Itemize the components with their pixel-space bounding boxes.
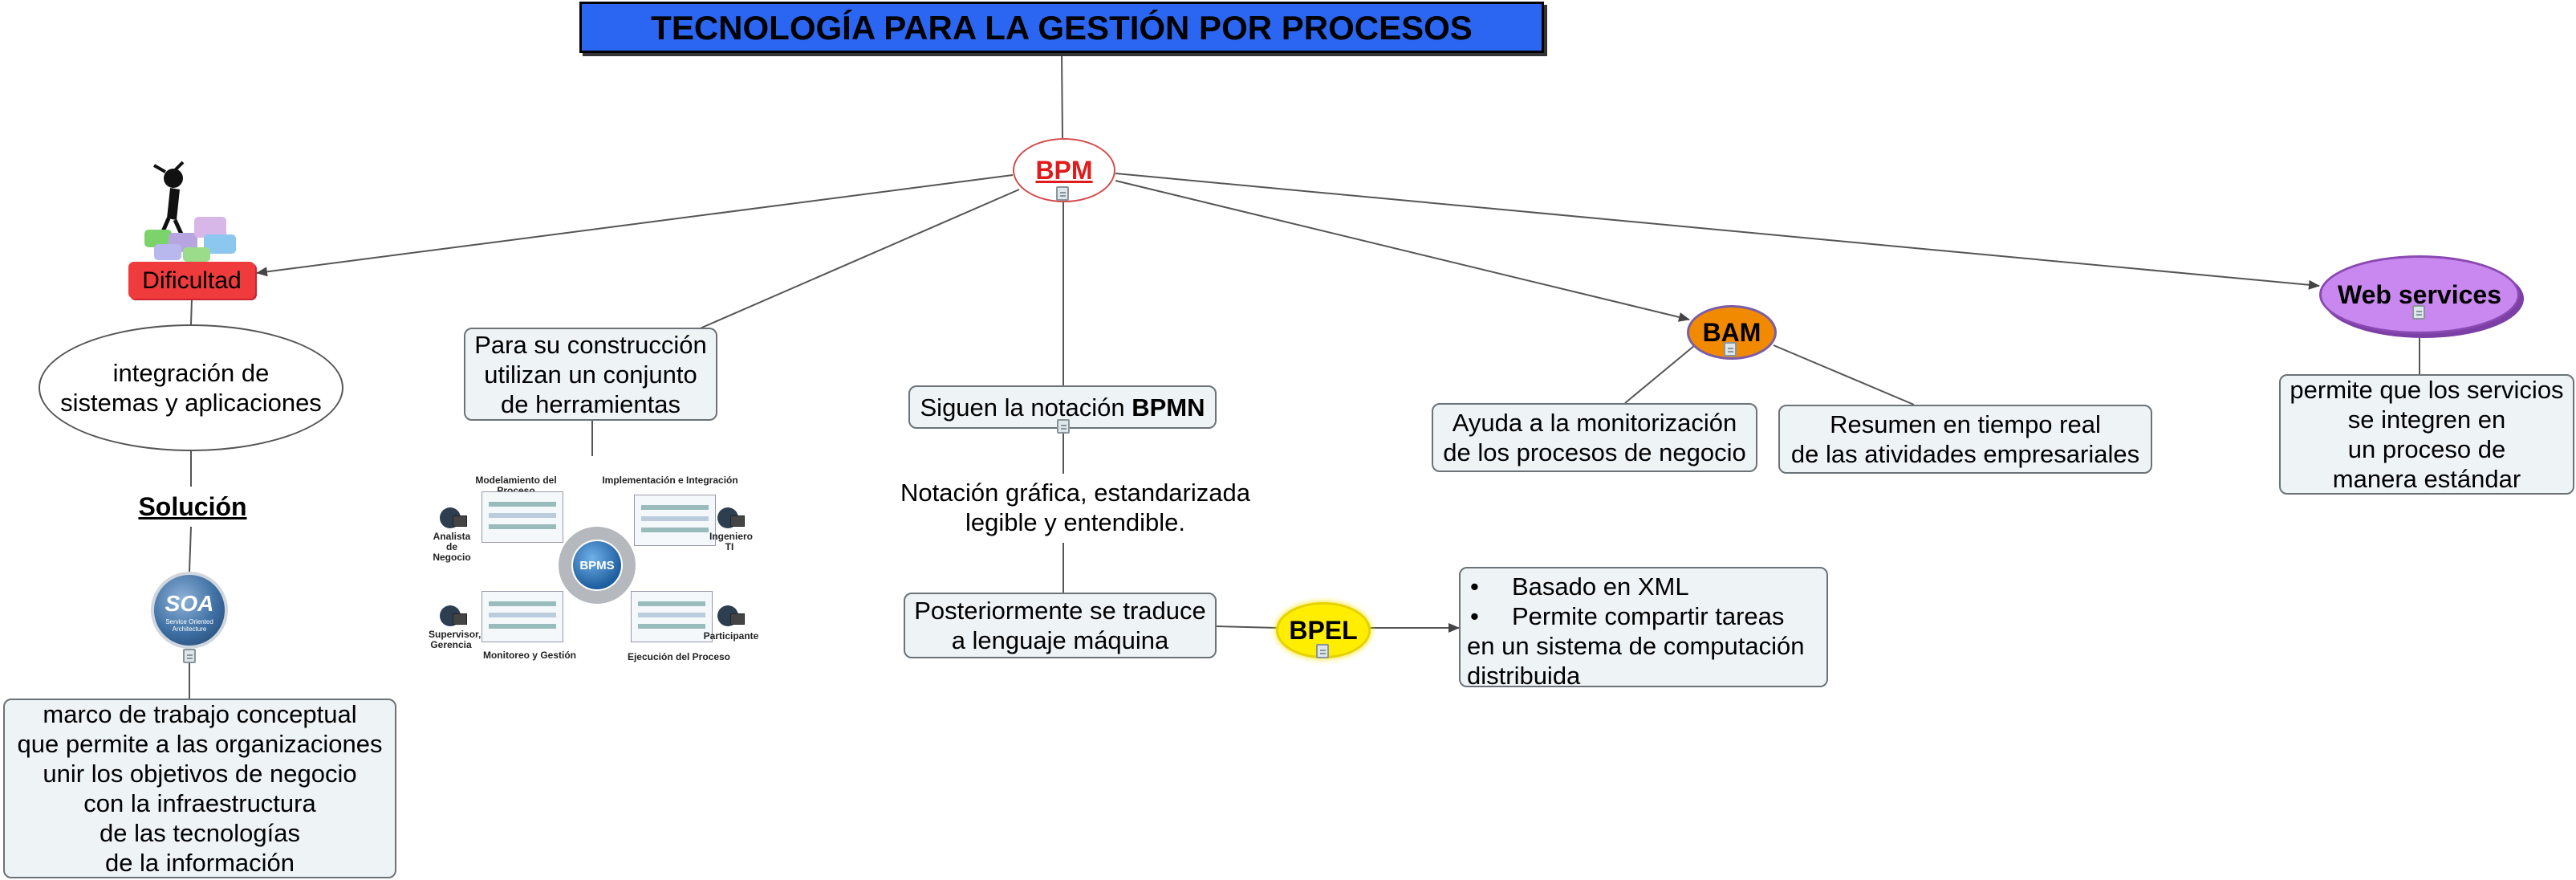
caption-monitoreo: Monitoreo y Gestión [482,650,576,661]
soa-caption: Service Oriented Architecture [165,617,213,633]
bpms-center-label: BPMS [573,541,621,589]
soa-label: SOA [165,590,214,616]
bam-node[interactable]: BAM [1687,305,1777,360]
notacion-doc-icon[interactable] [1057,419,1070,434]
edge-solucion-soa [189,526,192,572]
edge-bpm-bam [1115,180,1690,322]
bpm-doc-icon[interactable] [1056,186,1069,201]
analista-user-icon [440,507,467,528]
bpm-node[interactable]: BPM [1013,138,1115,202]
screenshot-modelamiento [481,491,563,543]
bpel-continuation: en un sistema de computación distribuida [1467,632,1805,690]
edge-bpm-web [1115,173,2320,290]
notacion-bpmn: BPMN [1132,393,1205,422]
web-services-desc-node[interactable]: permite que los servicios se integren en… [2279,374,2574,495]
marco-node[interactable]: marco de trabajo conceptual que permite … [3,699,396,878]
edge-bpm-dificultad [256,174,1014,277]
edge-bam-monitor [1624,344,1696,404]
screenshot-implementacion [634,495,716,546]
soa-doc-icon[interactable] [183,649,196,663]
screenshot-ejecucion [631,591,713,642]
dificultad-node[interactable]: Dificultad [128,262,255,299]
bpel-list-item: •Permite compartir tareas [1470,602,1785,630]
screenshot-monitoreo [481,591,563,642]
traduce-node[interactable]: Posteriormente se traduce a lenguaje máq… [904,593,1217,658]
map-title: TECNOLOGÍA PARA LA GESTIÓN POR PROCESOS [579,2,1544,53]
caption-participante: Participante [703,630,759,642]
soa-logo[interactable]: SOA Service Oriented Architecture [151,572,228,649]
edge-dificultad-integracion [190,298,193,325]
participante-user-icon [717,605,745,626]
bpel-item-1: Basado en XML [1512,572,1689,601]
edge-bpm-construccion [697,189,1020,330]
bpms-cycle-image: Modelamiento del Proceso Implementación … [429,472,761,665]
caption-supervisor: Supervisor, Gerencia [429,629,481,650]
web-services-node[interactable]: Web services [2319,255,2520,334]
caption-analista: Analista de Negocio [433,531,471,563]
ingeniero-user-icon [717,507,745,528]
bpel-item-2: Permite compartir tareas [1512,602,1785,630]
solucion-label[interactable]: Solución [138,491,247,521]
caption-ingeniero: Ingeniero TI [709,531,754,552]
puzzle-person-icon [144,161,236,262]
construccion-node[interactable]: Para su construcción utilizan un conjunt… [464,328,717,421]
bpel-list-item: •Basado en XML [1470,572,1689,601]
web-services-doc-icon[interactable] [2412,305,2425,320]
bam-doc-icon[interactable] [1724,342,1737,356]
bpel-doc-icon[interactable] [1316,644,1329,658]
supervisor-user-icon [440,605,467,626]
bam-monitor-node[interactable]: Ayuda a la monitorización de los proceso… [1432,403,1757,472]
notacion-description: Notación gráfica, estandarizada legible … [900,479,1250,536]
integracion-node[interactable]: integración de sistemas y aplicaciones [39,324,343,451]
bam-resumen-node[interactable]: Resumen en tiempo real de las atividades… [1778,405,2152,474]
edge-traduce-bpel [1216,625,1278,629]
caption-ejecucion: Ejecución del Proceso [627,651,731,662]
bpel-details-node[interactable]: •Basado en XML •Permite compartir tareas… [1459,567,1828,690]
caption-implementacion: Implementación e Integración [602,475,738,486]
edge-bam-resumen [1773,344,1915,405]
notacion-prefix: Siguen la notación [920,393,1132,422]
